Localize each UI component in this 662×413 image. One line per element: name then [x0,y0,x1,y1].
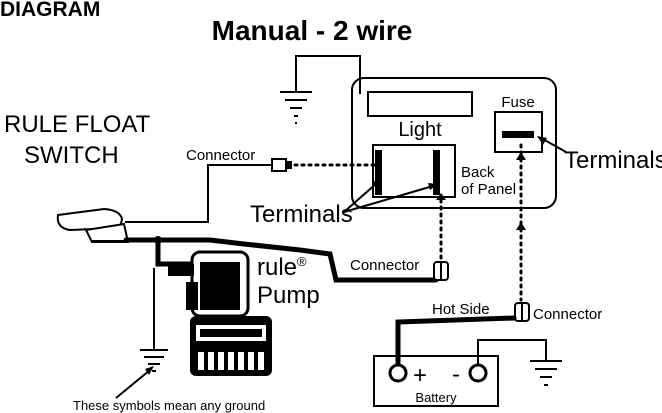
ground-note-arrow [115,366,154,399]
section-heading: DIAGRAM [0,0,100,21]
battery-ground-symbol [477,339,562,386]
control-panel: Light Back of Panel Fuse [351,77,557,209]
float-switch-label-line2: SWITCH [24,142,119,169]
fuse-terminals-arrow [537,136,567,153]
pump-ground-symbol [140,349,168,372]
back-of-panel-label-line1: Back [461,164,495,181]
float-switch-label-line1: RULE FLOAT [4,111,151,138]
float-switch [56,207,130,243]
pump-connector [433,261,449,281]
switch-connector [271,158,292,172]
ground-note: These symbols mean any ground [73,398,265,413]
back-of-panel-label-line2: of Panel [461,181,516,198]
fuse-terminal [502,131,534,138]
pump-connector-label: Connector [350,257,419,274]
light-window [367,91,473,117]
battery-minus: - [452,361,460,388]
panel-outline [351,77,557,209]
light-label: Light [398,119,442,141]
switch-rocker [372,144,456,198]
battery-hot-wire [395,315,517,373]
top-ground-symbol [280,55,361,124]
battery-connector-label: Connector [533,306,602,323]
pump-strainer-slots [198,352,264,370]
left-switch-terminal [375,150,382,195]
fuse-label: Fuse [501,94,534,111]
fuse-holder [494,111,543,153]
battery-label: Battery [415,390,457,405]
terminals-label-right: Terminals [564,147,662,174]
pump [168,250,272,376]
hot-side-label: Hot Side [432,301,490,318]
battery-plus: + [413,362,427,389]
terminals-arrows [343,179,438,213]
right-switch-terminal [433,150,440,195]
battery-case [373,355,499,407]
diagram-title: Manual - 2 wire [212,15,413,46]
battery-connector [514,302,530,322]
terminals-label-left: Terminals [250,201,353,228]
pump-name-label: Pump [257,282,320,309]
switch-connector-wire [125,164,272,223]
pump-brand-label: rule® [257,254,307,281]
switch-connector-label: Connector [186,147,255,164]
